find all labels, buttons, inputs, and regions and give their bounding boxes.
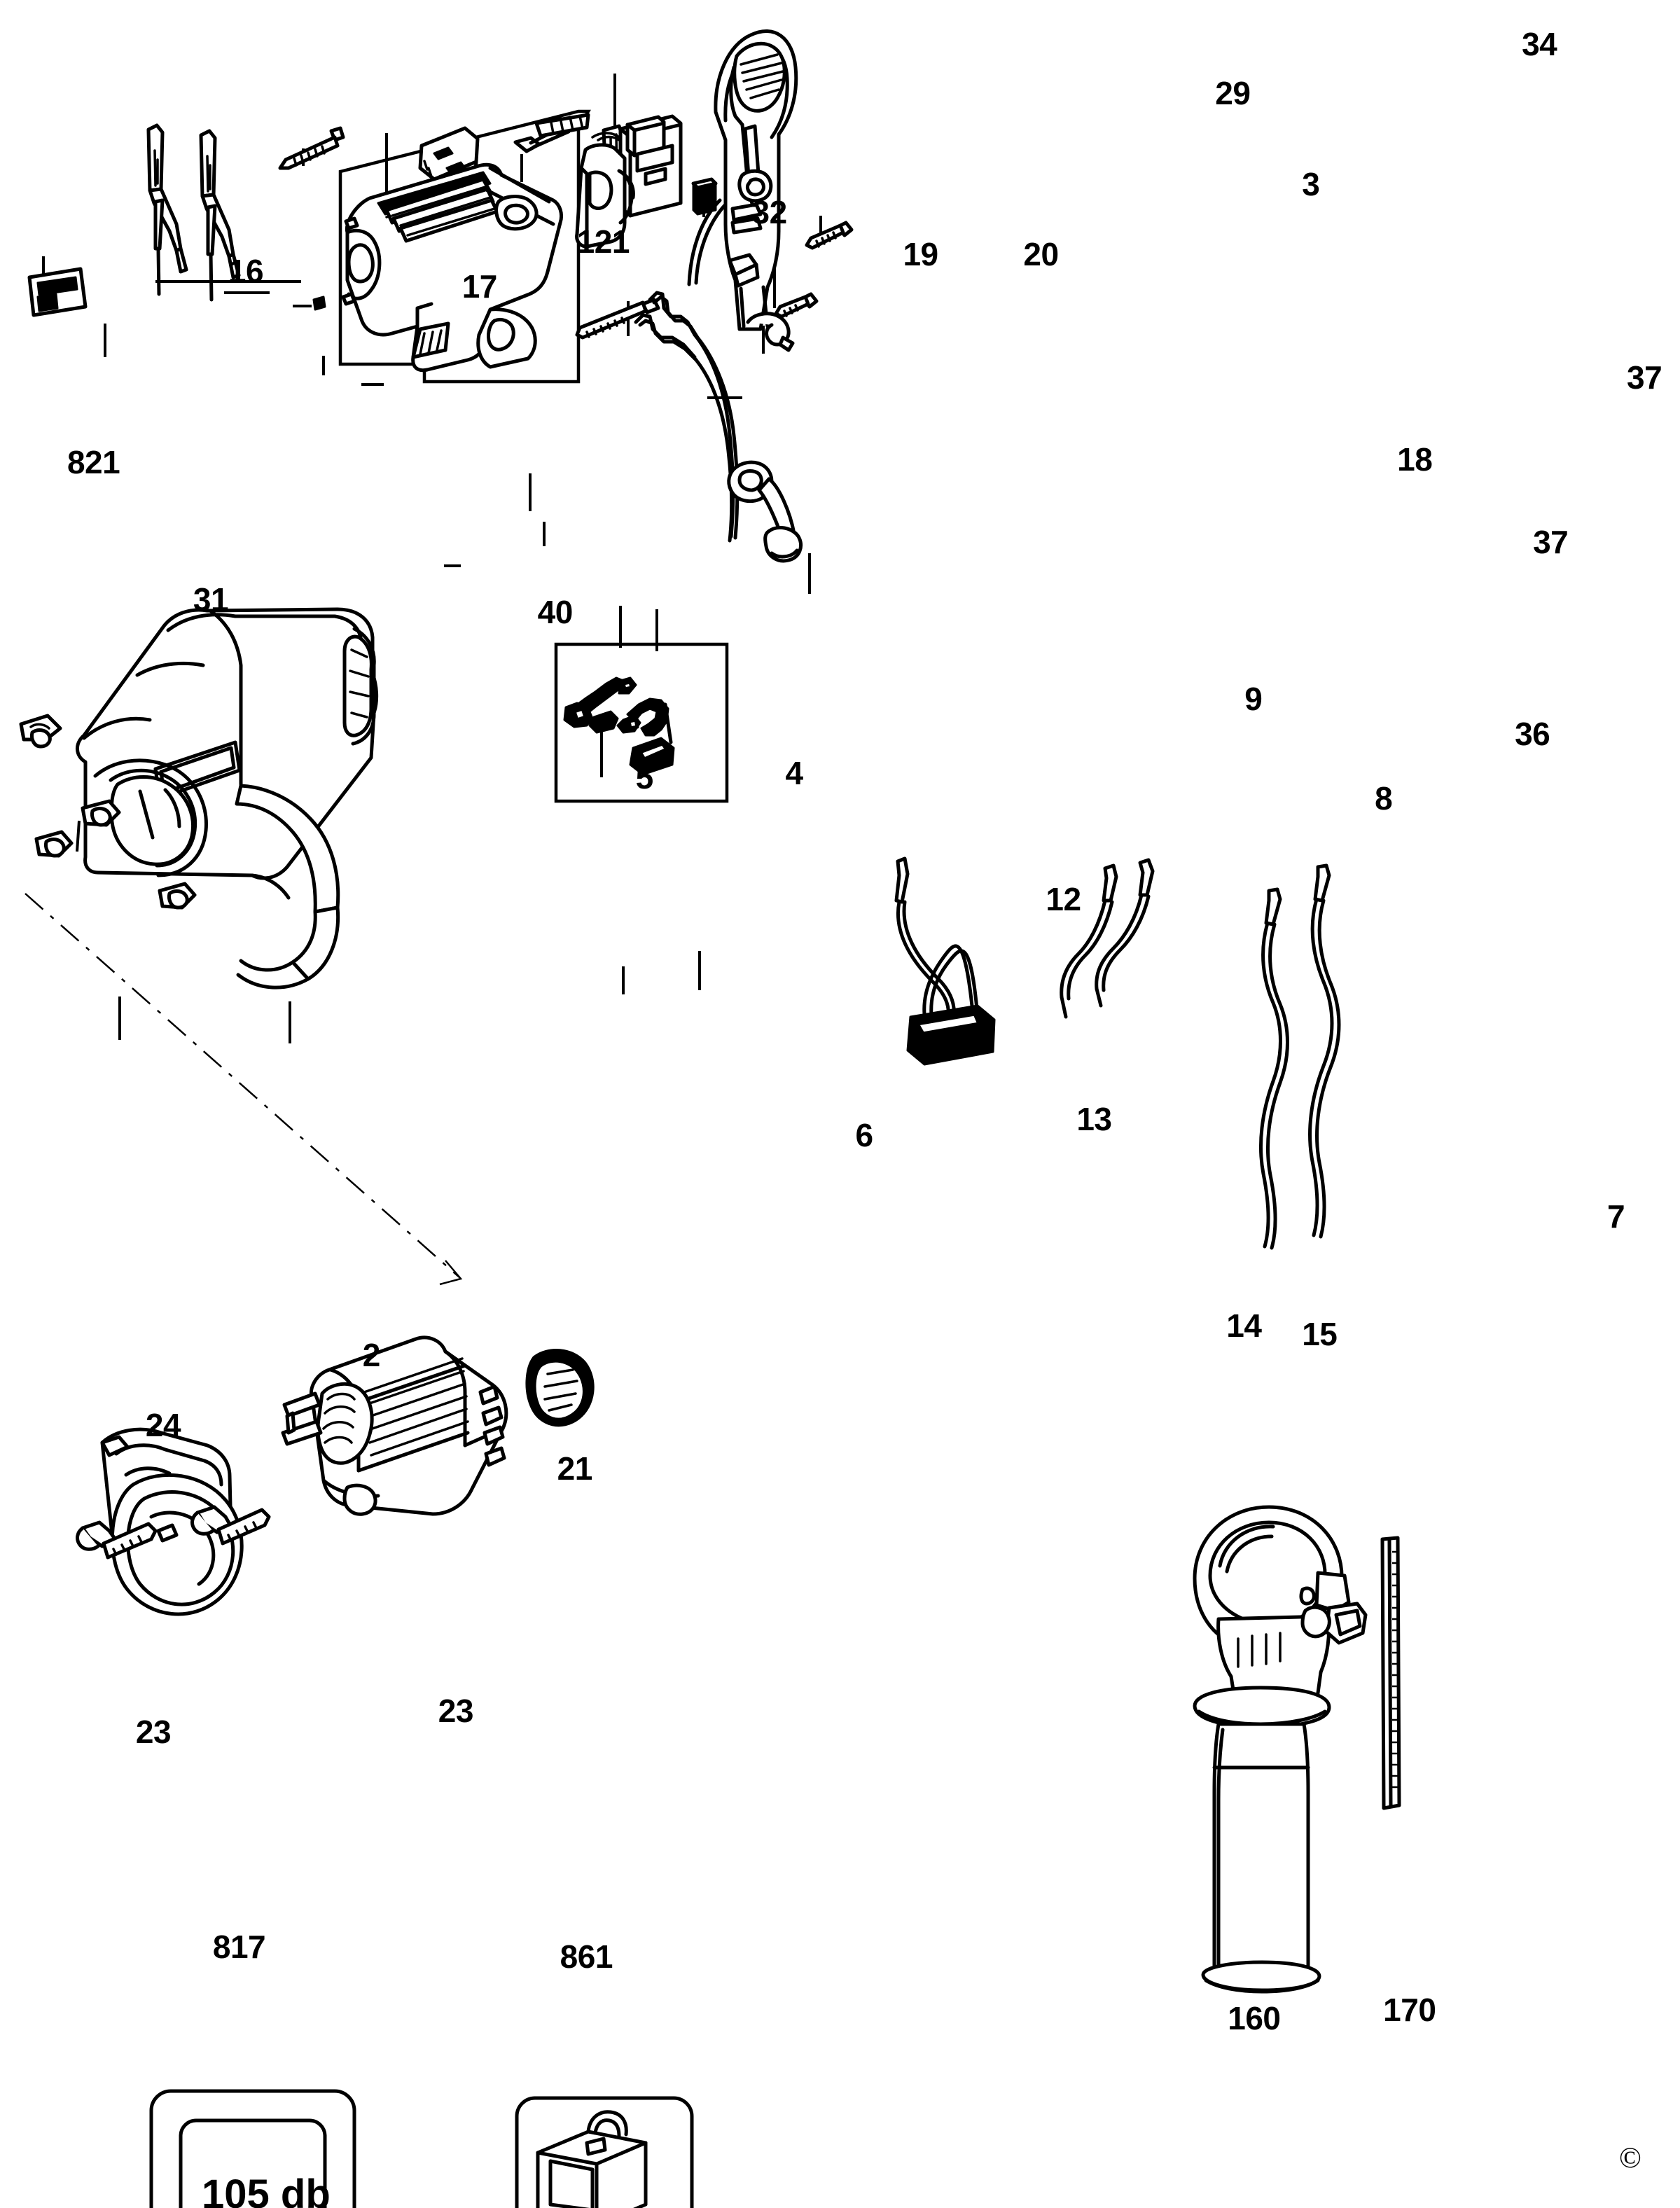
callout-14: 14 [1226,1307,1262,1344]
part-32-case-outline [338,109,591,384]
callout-37-lower: 37 [1533,523,1569,560]
callout-9: 9 [1244,680,1263,717]
part-31-motor-housing [19,607,463,1286]
part-6-wire-harness [894,856,996,1066]
callout-24: 24 [145,1406,181,1443]
callout-15: 15 [1302,1315,1338,1352]
callout-40: 40 [537,593,574,630]
callout-170: 170 [1383,1991,1436,2028]
part-40-set-screw [312,296,326,311]
callout-29: 29 [1215,75,1251,112]
part-37-screw-upper [805,221,854,250]
part-34-handle-cover [687,29,798,331]
part-4-inset-box [554,642,729,803]
callout-36: 36 [1515,715,1550,752]
callout-13: 13 [1076,1101,1112,1138]
part-817-noise-label [149,2089,356,2208]
part-8-power-cord [634,291,803,563]
part-18-carbon-brush [691,177,718,216]
part-12-lead-wire [1060,863,1118,1019]
callout-23-right: 23 [438,1693,474,1730]
callout-23-left: 23 [135,1714,172,1751]
part-2-field-stator [281,1335,508,1516]
callout-821: 821 [67,443,120,480]
noise-rating-text: 105 db [202,2172,331,2208]
part-861-carrying-case [515,2096,694,2208]
callout-32: 32 [751,194,788,231]
callout-20: 20 [1023,236,1059,273]
copyright-symbol: © [1619,2142,1641,2174]
part-160-side-handle [1193,1505,1368,1994]
callout-5: 5 [635,759,654,796]
part-20-clip [513,113,590,153]
part-37-screw-lower [774,292,819,319]
callout-817: 817 [212,1928,266,1965]
part-16-brush-leads [146,123,188,296]
part-170-depth-rod [1380,1536,1401,1810]
part-15-lead-wire [1308,863,1341,1239]
callout-16: 16 [228,253,264,290]
part-13-lead-wire [1095,858,1155,1008]
callout-12: 12 [1046,881,1081,918]
callout-37-upper: 37 [1627,359,1662,396]
part-36-cable-clamp [746,312,795,352]
part-23-screw-right [190,1505,271,1546]
part-32-gear-housing [341,162,564,373]
callout-7: 7 [1607,1197,1625,1235]
callout-19: 19 [903,236,938,273]
callout-21: 21 [557,1450,593,1487]
part-21-bearing [525,1349,595,1427]
callout-17: 17 [461,268,498,305]
callout-121: 121 [576,223,630,261]
callout-160: 160 [1228,1999,1281,2036]
callout-34: 34 [1522,26,1557,63]
callout-31: 31 [193,581,229,618]
part-23-screw-left [76,1520,158,1560]
part-121-long-screw [278,126,345,170]
part-821-nameplate [27,267,88,317]
callout-2: 2 [362,1336,381,1373]
part-9-screw [575,298,660,340]
part-17-brush-leads [199,129,241,302]
callout-3: 3 [1302,166,1320,203]
callout-4: 4 [785,755,804,792]
callout-18: 18 [1397,440,1433,478]
callout-861: 861 [560,1938,613,1975]
callout-8: 8 [1375,780,1393,817]
callout-6: 6 [855,1116,873,1153]
part-14-lead-wire [1259,887,1289,1250]
part-3-switch-module [575,114,683,249]
part-5-brush-holder [563,676,675,777]
